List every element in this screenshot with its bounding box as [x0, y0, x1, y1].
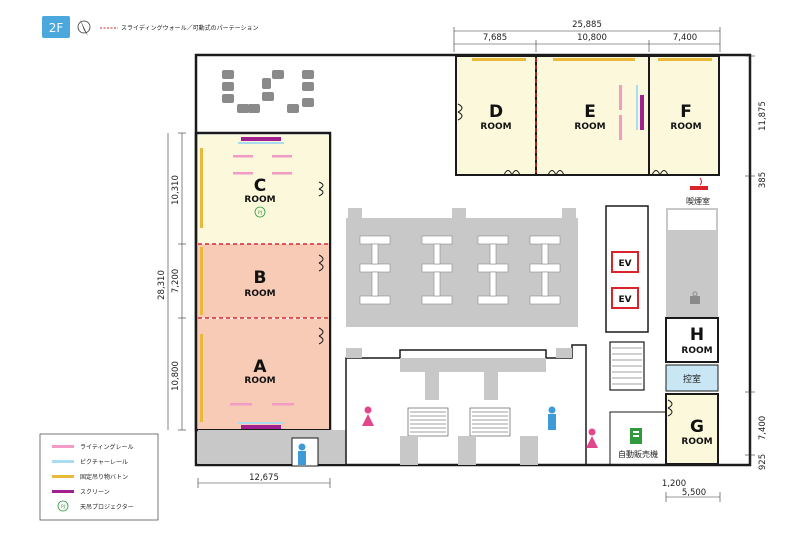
dim-top-e: 10,800 — [577, 33, 607, 43]
dim-left-a: 10,800 — [171, 361, 181, 391]
dim-left-c: 10,310 — [171, 175, 181, 205]
projector-mark: PJ — [258, 210, 262, 216]
room-g-word: ROOM — [681, 437, 712, 447]
room-g-letter: G — [690, 417, 704, 437]
dim-bottom-right: 5,500 — [682, 488, 706, 498]
smoking-room: 喫煙室 — [686, 177, 710, 206]
dim-bottom-mid: 1,200 — [662, 479, 686, 489]
waiting-label: 控室 — [683, 373, 701, 385]
room-f-word: ROOM — [670, 122, 701, 132]
legend: ライティングレール ピクチャーレール 固定吊り物バトン スクリーン PJ 天吊プ… — [39, 433, 159, 521]
room-e-word: ROOM — [574, 122, 605, 132]
ev2-label: EV — [618, 295, 631, 305]
lounge-seating — [222, 70, 314, 113]
stair-area — [345, 344, 587, 466]
room-c: C ROOM PJ — [198, 135, 329, 243]
room-h-letter: H — [690, 325, 704, 345]
room-a-word: ROOM — [244, 376, 275, 386]
room-e-letter: E — [584, 102, 596, 122]
room-g — [665, 393, 719, 465]
dim-right-g: 7,400 — [758, 416, 768, 440]
dim-top-f: 7,400 — [673, 33, 697, 43]
elevator-1 — [611, 251, 639, 273]
dim-bottom-left: 12,675 — [249, 473, 279, 483]
room-b-letter: B — [254, 268, 267, 288]
waiting-room — [665, 364, 719, 392]
legend-swatch-baton — [52, 475, 74, 478]
legend-label-picture-rail: ピクチャーレール — [80, 459, 128, 466]
floor-badge — [42, 16, 70, 38]
dim-right-gap: 385 — [758, 172, 768, 188]
dim-right-bottom: 925 — [758, 454, 768, 470]
dim-top-total: 25,885 — [572, 20, 602, 30]
room-h-word: ROOM — [681, 346, 712, 356]
dim-left-total: 28,310 — [157, 270, 167, 300]
projector-icon — [254, 206, 266, 218]
legend-projector-icon — [57, 500, 69, 512]
smoking-label: 喫煙室 — [686, 196, 710, 206]
room-f-letter: F — [680, 102, 692, 122]
ev1-label: EV — [618, 259, 631, 269]
room-d-letter: D — [489, 102, 503, 122]
legend-swatch-picture-rail — [52, 460, 74, 463]
legend-swatch-lighting-rail — [52, 445, 74, 448]
dim-left-b: 7,200 — [171, 269, 181, 293]
room-f: F ROOM — [648, 55, 720, 176]
elevator-core: EV EV — [605, 205, 649, 333]
toilet-men-icon-1 — [548, 406, 556, 430]
room-a: A ROOM — [198, 319, 329, 429]
vending-label: 自動販売機 — [618, 449, 658, 459]
room-d-word: ROOM — [480, 122, 511, 132]
smoking-icon — [690, 177, 708, 190]
legend-projector-mark: PJ — [61, 504, 65, 510]
room-e: E ROOM — [535, 55, 650, 176]
legend-swatch-screen — [52, 490, 74, 493]
legend-label-projector: 天吊プロジェクター — [80, 503, 134, 511]
legend-label-screen: スクリーン — [80, 489, 110, 496]
partition-legend-text: スライディングウォール／可動式のパーテーション — [121, 24, 258, 32]
dimensions — [167, 27, 755, 502]
room-c-word: ROOM — [244, 195, 275, 205]
room-b-word: ROOM — [244, 289, 275, 299]
legend-label-lighting-rail: ライティングレール — [80, 443, 134, 451]
dim-right-def: 11,875 — [758, 101, 768, 131]
elevator-machine-icon — [690, 291, 700, 304]
legend-label-baton: 固定吊り物バトン — [80, 473, 128, 481]
floor-label: 2F — [49, 21, 64, 35]
toilet-women-icon-2 — [586, 428, 598, 448]
header: 2F スライディングウォール／可動式のパーテーション — [42, 16, 258, 38]
right-column: H ROOM 控室 G ROOM — [665, 208, 719, 465]
room-d: D ROOM — [455, 55, 537, 176]
toilet-women-icon-1 — [362, 406, 374, 426]
lower-corridor — [198, 430, 346, 463]
toilet-men-icon-2 — [291, 437, 319, 467]
central-hall — [346, 208, 578, 327]
stairs-core — [609, 341, 645, 391]
room-c-letter: C — [254, 176, 266, 196]
north-arrow-icon — [77, 19, 91, 36]
dim-top-d: 7,685 — [483, 33, 507, 43]
room-b: B ROOM — [198, 244, 329, 318]
room-h — [665, 317, 719, 363]
elevator-2 — [611, 287, 639, 309]
room-a-letter: A — [253, 357, 267, 377]
